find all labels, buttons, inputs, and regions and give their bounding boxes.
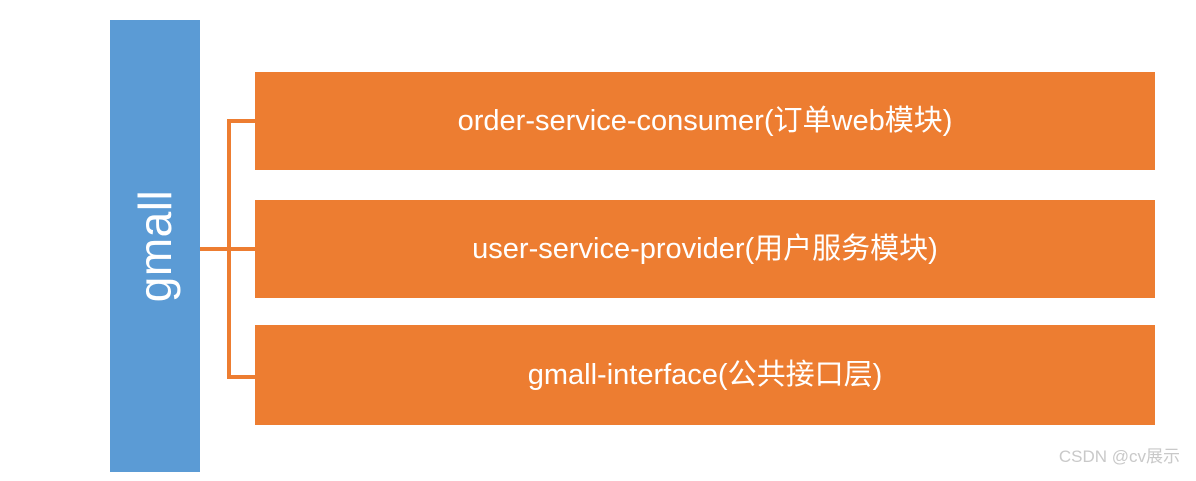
module-box-gmall-interface: gmall-interface(公共接口层) [255,325,1155,425]
root-node-gmall: gmall [110,20,200,472]
connector-root-stub [200,247,231,251]
connector-branch-module-3 [227,375,256,379]
connector-branch-module-2 [227,247,256,251]
module-label: gmall-interface(公共接口层) [527,358,883,391]
module-label: order-service-consumer(订单web模块) [457,104,953,137]
watermark-text: CSDN @cv展示 [1058,447,1180,466]
connector-branch-module-1 [227,119,256,123]
module-box-user-service-provider: user-service-provider(用户服务模块) [255,200,1155,298]
module-label: user-service-provider(用户服务模块) [472,232,938,265]
module-box-order-service-consumer: order-service-consumer(订单web模块) [255,72,1155,170]
